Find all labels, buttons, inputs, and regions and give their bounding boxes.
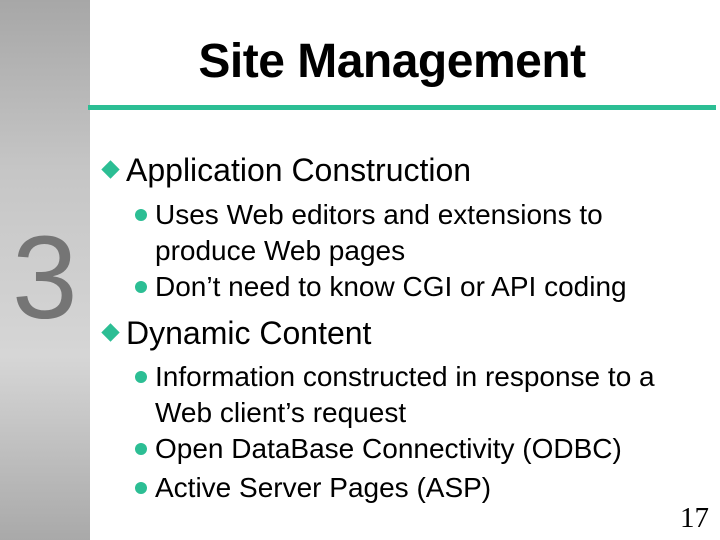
bullet-item-odbc: Open DataBase Connectivity (ODBC) bbox=[135, 431, 622, 467]
slide-title: Site Management bbox=[198, 35, 586, 88]
bullet-line: Application Construction bbox=[126, 152, 472, 188]
bullet-item-dynamic-content: Dynamic Content bbox=[101, 312, 371, 354]
bullet-text: Don’t need to know CGI or API coding bbox=[155, 269, 627, 305]
circle-bullet-icon bbox=[135, 281, 147, 293]
sidebar-gradient-bar: 3 bbox=[0, 0, 90, 540]
slide-page-number: 17 bbox=[680, 502, 709, 534]
bullet-line: Don’t need to know CGI or API coding bbox=[155, 271, 627, 302]
circle-bullet-icon bbox=[135, 443, 147, 455]
bullet-text: Information constructed in response to a… bbox=[155, 359, 655, 431]
title-underline-rule bbox=[88, 105, 716, 110]
bullet-line: Information constructed in response to a bbox=[155, 361, 655, 392]
section-number: 3 bbox=[12, 212, 78, 344]
bullet-item-application-construction: Application Construction bbox=[101, 149, 471, 191]
circle-bullet-icon bbox=[135, 482, 147, 494]
bullet-item-web-editors: Uses Web editors and extensions to produ… bbox=[135, 197, 603, 269]
bullet-line: Active Server Pages (ASP) bbox=[155, 472, 492, 503]
diamond-bullet-icon bbox=[101, 160, 120, 179]
circle-bullet-icon bbox=[135, 209, 147, 221]
bullet-line: Open DataBase Connectivity (ODBC) bbox=[155, 433, 622, 464]
diamond-bullet-icon bbox=[101, 323, 120, 342]
circle-bullet-icon bbox=[135, 371, 147, 383]
bullet-text: Open DataBase Connectivity (ODBC) bbox=[155, 431, 622, 467]
bullet-text: Active Server Pages (ASP) bbox=[155, 470, 491, 506]
bullet-line: Dynamic Content bbox=[126, 315, 372, 351]
bullet-item-asp: Active Server Pages (ASP) bbox=[135, 470, 491, 506]
bullet-line: Uses Web editors and extensions to bbox=[155, 199, 603, 230]
bullet-text: Application Construction bbox=[126, 149, 471, 191]
bullet-line: Web client’s request bbox=[155, 397, 407, 428]
bullet-text: Uses Web editors and extensions to produ… bbox=[155, 197, 603, 269]
bullet-line: produce Web pages bbox=[155, 235, 406, 266]
bullet-text: Dynamic Content bbox=[126, 312, 371, 354]
bullet-item-no-cgi-api: Don’t need to know CGI or API coding bbox=[135, 269, 627, 305]
bullet-item-information-constructed: Information constructed in response to a… bbox=[135, 359, 655, 431]
